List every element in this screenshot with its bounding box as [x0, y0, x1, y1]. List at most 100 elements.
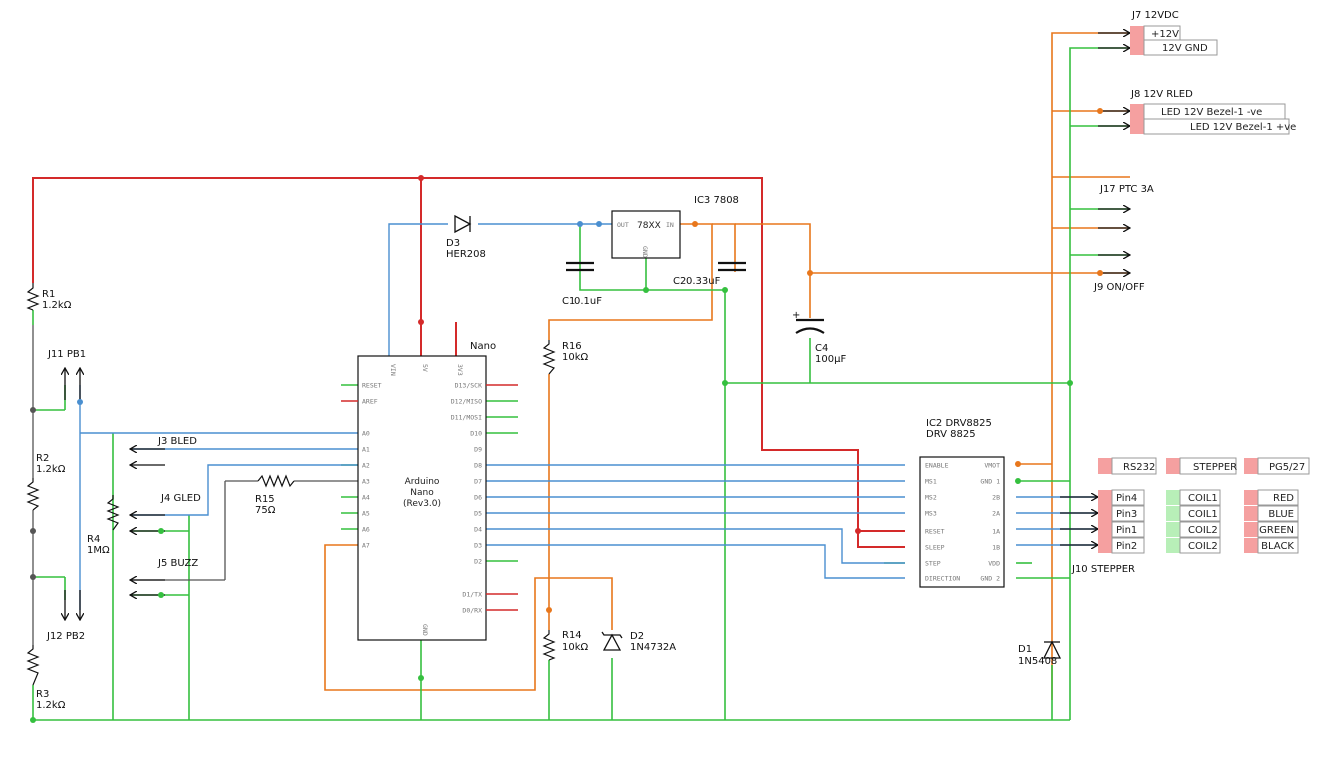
- r15-ref: R15: [255, 494, 275, 505]
- r14-value: 10kΩ: [562, 642, 589, 653]
- c4-value: 100µF: [815, 354, 846, 365]
- resistor-r16: [542, 340, 556, 375]
- r3-value: 1.2kΩ: [36, 700, 66, 711]
- d2-ref: D2: [630, 631, 644, 642]
- drv-pin-labels: ENABLEMS1MS2MS3RESETSLEEPSTEPDIRECTIONVM…: [925, 462, 1000, 583]
- nano-pin-a2: A2: [362, 462, 370, 470]
- diode-d3: [454, 214, 472, 234]
- r1-ref: R1: [42, 289, 55, 300]
- connector-arrows: [65, 33, 1130, 620]
- ic2-value: DRV 8825: [926, 429, 976, 440]
- legend-coil: COIL1: [1188, 493, 1218, 504]
- j11-label: J11 PB1: [47, 349, 86, 360]
- r3-ref: R3: [36, 689, 49, 700]
- nano-pin-d12-miso: D12/MISO: [451, 398, 482, 406]
- nano-pin-d7: D7: [474, 478, 482, 486]
- nano-pin-d1-tx: D1/TX: [462, 591, 482, 599]
- j10-pin: Pin1: [1116, 525, 1137, 536]
- legend-coil: COIL1: [1188, 509, 1218, 520]
- j10-label: J10 STEPPER: [1071, 564, 1135, 575]
- c2-value: 0.33uF: [686, 276, 721, 287]
- resistor-r15: [257, 474, 295, 488]
- nano-line1: Arduino: [405, 477, 440, 487]
- nano-pin-5v: 5V: [421, 364, 429, 372]
- ic2-ref: IC2 DRV8825: [926, 418, 992, 429]
- nano-pin-a6: A6: [362, 526, 370, 534]
- j12-label: J12 PB2: [46, 631, 85, 642]
- legend-color: BLUE: [1268, 509, 1294, 520]
- drv-pin-vdd: VDD: [988, 560, 1000, 568]
- diode-d2: [601, 631, 623, 651]
- legend-color: RED: [1273, 493, 1294, 504]
- nano-pin-a7: A7: [362, 542, 370, 550]
- legend-header-3: PG5/27: [1269, 462, 1305, 473]
- nano-pin-a1: A1: [362, 446, 370, 454]
- drv-pin-1b: 1B: [992, 544, 1000, 552]
- nano-pin-a0: A0: [362, 430, 370, 438]
- drv-pin-ms1: MS1: [925, 478, 937, 486]
- j10-pin: Pin4: [1116, 493, 1137, 504]
- j9-label: J9 ON/OFF: [1093, 282, 1145, 293]
- j3-label: J3 BLED: [157, 436, 197, 447]
- c4-ref: C4: [815, 343, 828, 354]
- drv-pin-step: STEP: [925, 560, 941, 568]
- d1-ref: D1: [1018, 644, 1032, 655]
- r14-ref: R14: [562, 630, 582, 641]
- drv-pin-reset: RESET: [925, 528, 945, 536]
- r16-ref: R16: [562, 341, 582, 352]
- ic3-ref: IC3 7808: [694, 195, 739, 206]
- j8-label: J8 12V RLED: [1130, 89, 1193, 100]
- legend-header-2: STEPPER: [1193, 462, 1237, 473]
- c1-value: 0.1uF: [574, 296, 602, 307]
- resistor-r1: [26, 283, 40, 311]
- capacitor-c2: [718, 261, 746, 272]
- d3-value: HER208: [446, 249, 486, 260]
- nano-pin-d8: D8: [474, 462, 482, 470]
- d2-value: 1N4732A: [630, 642, 676, 653]
- j7-label: J7 12VDC: [1131, 10, 1179, 21]
- drv-pin-enable: ENABLE: [925, 462, 949, 470]
- component-labels: R1 1.2kΩ R2 1.2kΩ R3 1.2kΩ R4 1MΩ R15 75…: [36, 10, 1193, 711]
- r4-value: 1MΩ: [87, 545, 110, 556]
- legend-coil: COIL2: [1188, 525, 1218, 536]
- nano-pin-d5: D5: [474, 510, 482, 518]
- svg-text:+: +: [792, 310, 800, 321]
- nano-pin-vin: VIN: [389, 364, 397, 376]
- r2-ref: R2: [36, 453, 49, 464]
- legend-coil: COIL2: [1188, 541, 1218, 552]
- d1-value: 1N5408: [1018, 656, 1057, 667]
- nano-pin-d6: D6: [474, 494, 482, 502]
- d3-ref: D3: [446, 238, 460, 249]
- nano-line3: (Rev3.0): [403, 499, 441, 509]
- drv-pin-ms2: MS2: [925, 494, 937, 502]
- ic3-pin-out: OUT: [617, 221, 629, 229]
- junctions: [30, 108, 1103, 723]
- j10-pin: Pin3: [1116, 509, 1137, 520]
- net-gnd: [32, 47, 1130, 721]
- ic2-drv8825: [919, 456, 1005, 588]
- nano-pin-d13-sck: D13/SCK: [455, 382, 482, 390]
- j10-pin: Pin2: [1116, 541, 1137, 552]
- drv-pin-1a: 1A: [992, 528, 1000, 536]
- nano-pin-reset: RESET: [362, 382, 382, 390]
- c2-ref: C2: [673, 276, 686, 287]
- nano-ref: Nano: [470, 341, 496, 352]
- net-signals: [79, 223, 1098, 610]
- nano-pin-d11-mosi: D11/MOSI: [451, 414, 482, 422]
- nano-pin-a5: A5: [362, 510, 370, 518]
- nano-pin-d4: D4: [474, 526, 482, 534]
- drv-pin-direction: DIRECTION: [925, 575, 960, 583]
- r15-value: 75Ω: [255, 505, 276, 516]
- nano-pin-3v3: 3V3: [456, 364, 464, 376]
- legend-header-1: RS232: [1123, 462, 1155, 473]
- arduino-nano: Arduino Nano (Rev3.0) VIN 5V 3V3 GND RES…: [341, 355, 518, 641]
- j5-label: J5 BUZZ: [157, 558, 198, 569]
- j7-pin-2: 12V GND: [1162, 43, 1208, 54]
- j17-label: J17 PTC 3A: [1099, 184, 1154, 195]
- drv-pin-ms3: MS3: [925, 510, 937, 518]
- ic3-pin-in: IN: [666, 221, 674, 229]
- r4-ref: R4: [87, 534, 100, 545]
- j8-pin-2: LED 12V Bezel-1 +ve: [1190, 122, 1296, 133]
